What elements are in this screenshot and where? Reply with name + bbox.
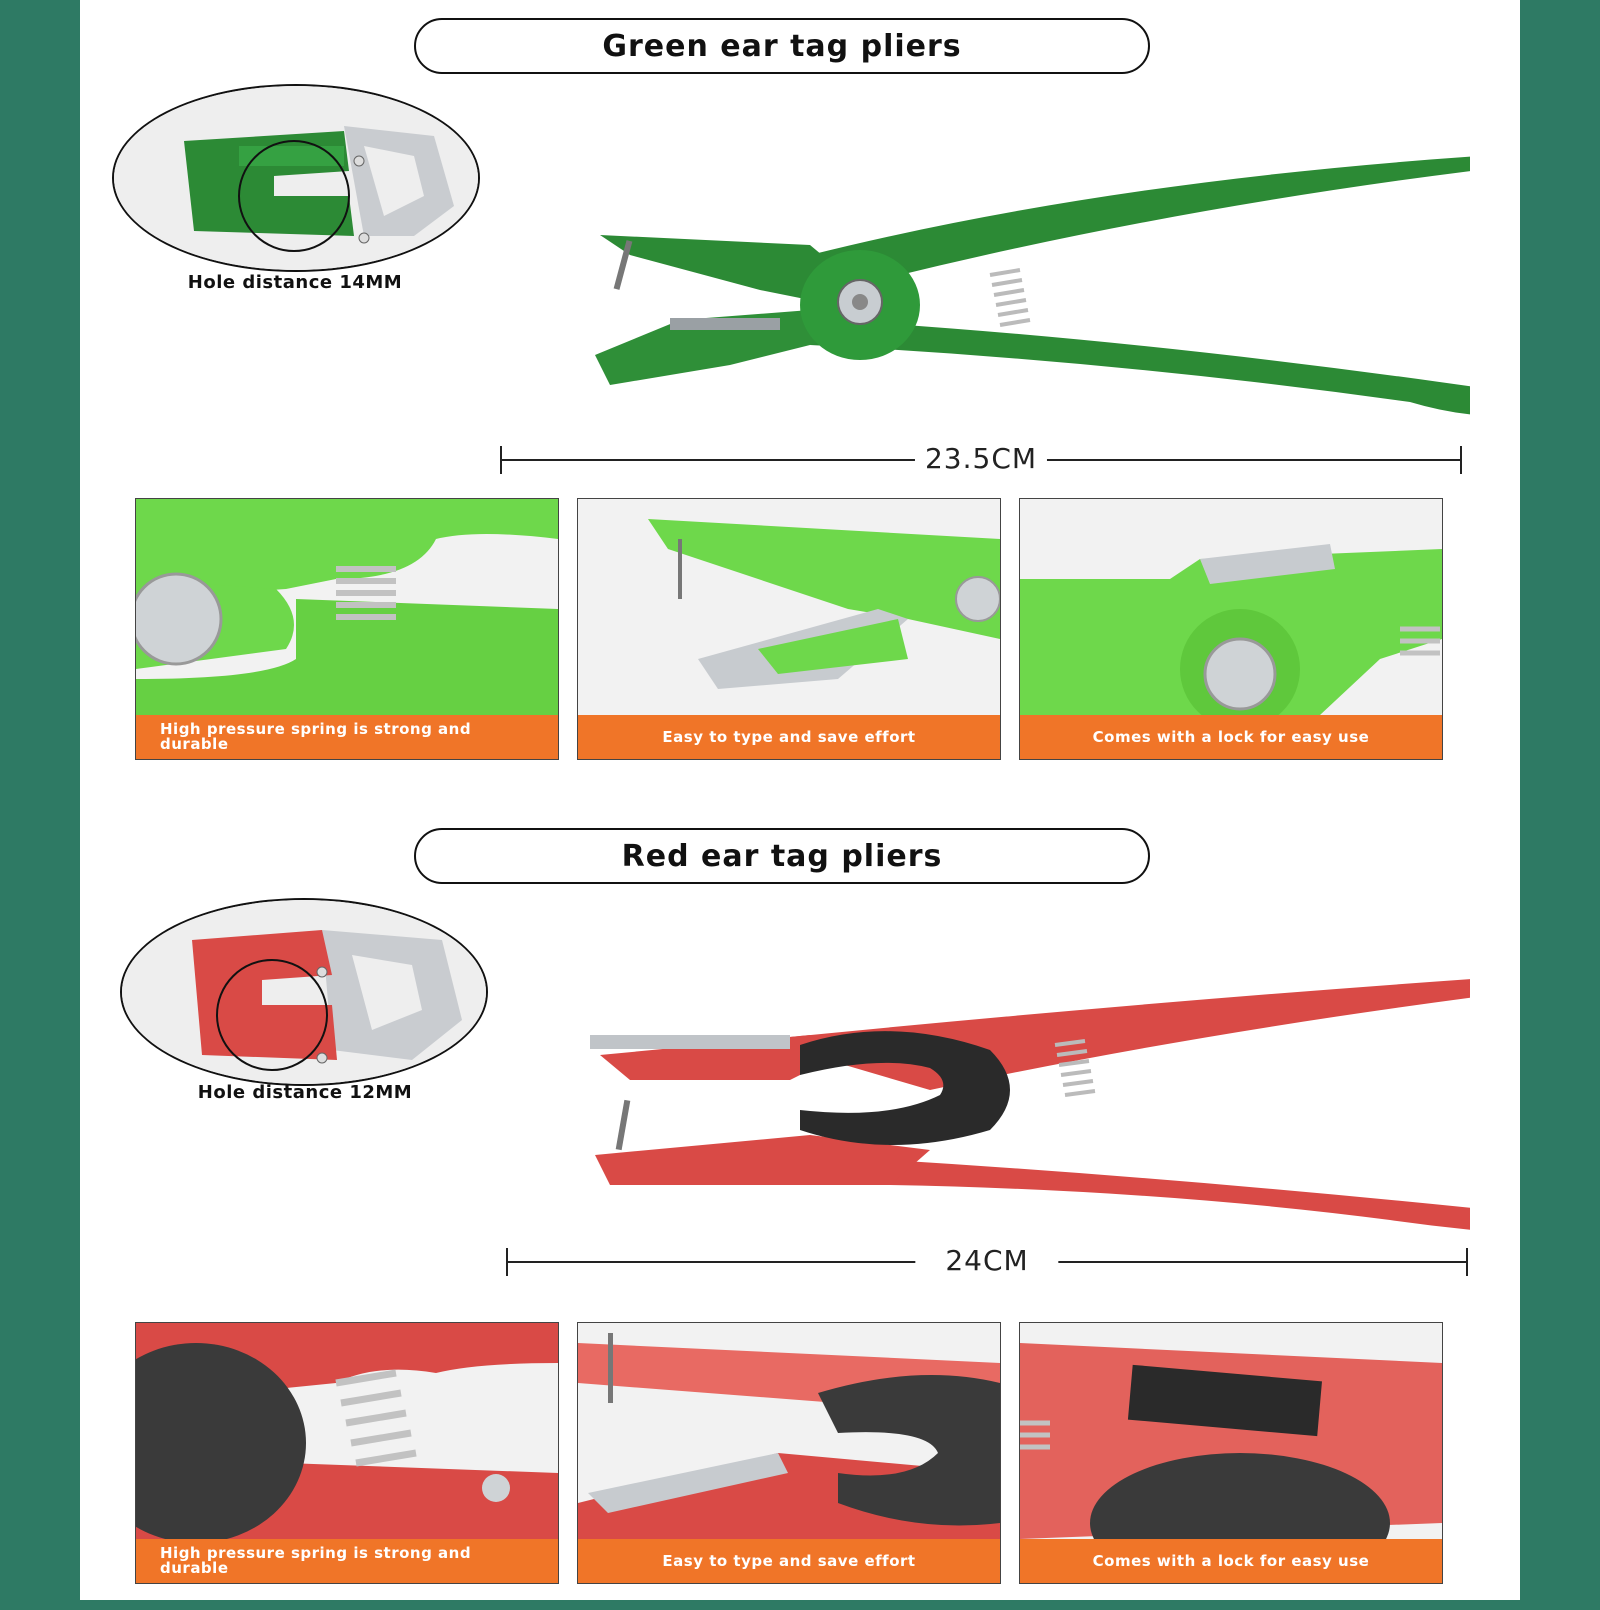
detail-caption: Comes with a lock for easy use	[1020, 1539, 1442, 1583]
detail-jaw-image	[578, 1323, 1000, 1539]
detail-jaw-card: Easy to type and save effort	[577, 1322, 1001, 1584]
length-label: 23.5CM	[914, 442, 1048, 475]
detail-jaw-card: Easy to type and save effort	[577, 498, 1001, 760]
detail-lock-card: Comes with a lock for easy use	[1019, 1322, 1443, 1584]
section-title: Red ear tag pliers	[414, 828, 1150, 884]
dimension-cap-left	[500, 446, 502, 474]
dimension-cap-right	[1460, 446, 1462, 474]
dimension-cap-left	[506, 1248, 508, 1276]
detail-caption: Easy to type and save effort	[578, 1539, 1000, 1583]
detail-lock-card: Comes with a lock for easy use	[1019, 498, 1443, 760]
red-pliers-image	[510, 960, 1544, 1260]
length-dimension: 24CM	[506, 1244, 1468, 1280]
hole-distance-caption: Hole distance 14MM	[187, 272, 403, 293]
section-title: Green ear tag pliers	[414, 18, 1150, 74]
jaw-closeup-image	[120, 898, 488, 1086]
detail-caption: High pressure spring is strong and durab…	[136, 715, 558, 759]
detail-lock-image	[1020, 499, 1442, 729]
jaw-closeup-image	[112, 84, 480, 272]
detail-lock-image	[1020, 1323, 1442, 1583]
detail-caption: Comes with a lock for easy use	[1020, 715, 1442, 759]
green-pliers-section: Green ear tag pliers Hole distance 14MM	[80, 0, 1537, 800]
detail-caption: High pressure spring is strong and durab…	[136, 1539, 558, 1583]
dimension-cap-right	[1466, 1248, 1468, 1276]
detail-spring-card: High pressure spring is strong and durab…	[135, 498, 559, 760]
detail-spring-image	[136, 1323, 558, 1543]
green-pliers-image	[510, 140, 1537, 440]
length-label: 24CM	[915, 1244, 1059, 1277]
red-pliers-section: Red ear tag pliers Hole distance 12MM	[80, 810, 1544, 1610]
detail-jaw-image	[578, 499, 1000, 715]
length-dimension: 23.5CM	[500, 442, 1462, 478]
detail-spring-image	[136, 499, 558, 715]
detail-spring-card: High pressure spring is strong and durab…	[135, 1322, 559, 1584]
product-panel: Green ear tag pliers Hole distance 14MM	[80, 0, 1544, 1600]
hole-distance-caption: Hole distance 12MM	[197, 1082, 413, 1103]
detail-caption: Easy to type and save effort	[578, 715, 1000, 759]
